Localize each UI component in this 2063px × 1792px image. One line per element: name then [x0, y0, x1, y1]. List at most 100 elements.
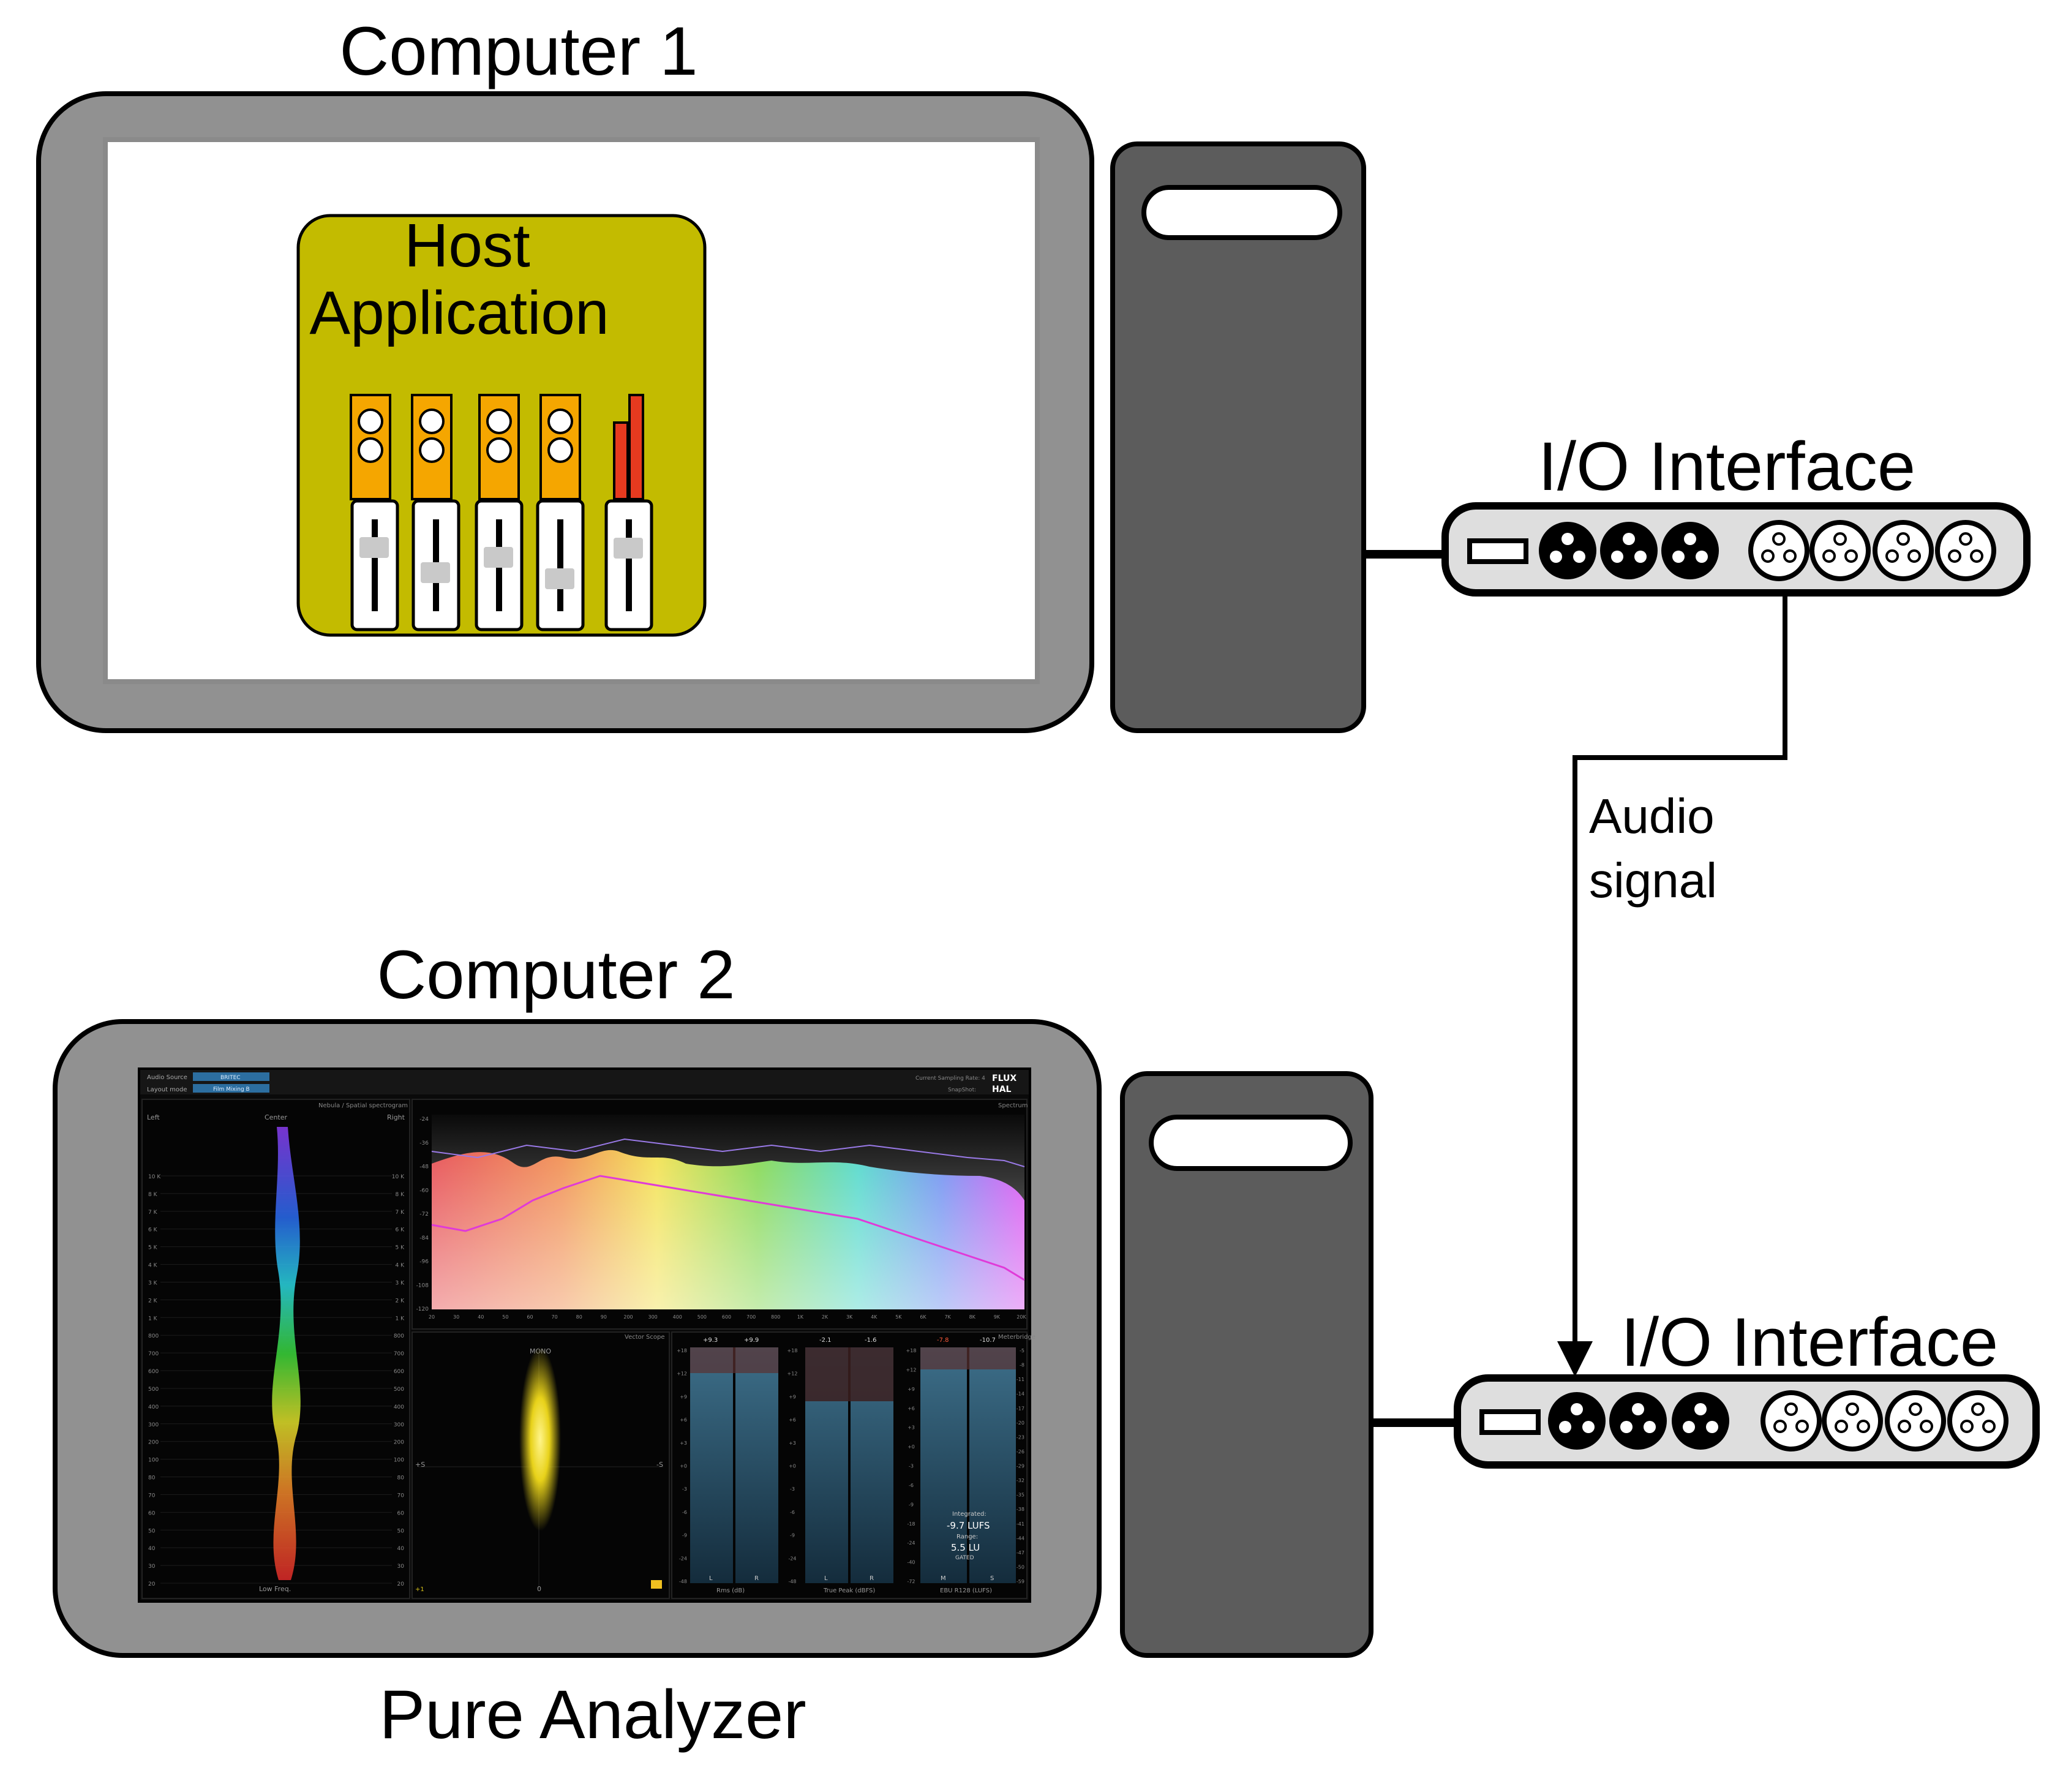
sampling-rate-text: Current Sampling Rate: 4 [915, 1075, 985, 1082]
spectrum-curve-purple [431, 1138, 1025, 1167]
rms-label: Rms (dB) [716, 1587, 745, 1594]
rms-meter-group: +9.3 +9.9 L R Rms (dB) [690, 1337, 778, 1594]
analyzer-topbar: Audio Source BRITEC Layout mode Film Mix… [140, 1070, 1029, 1094]
computer2-tower [1120, 1071, 1373, 1658]
spectrum-x-tick: 200 [623, 1314, 633, 1320]
fader-knob-1[interactable] [359, 537, 389, 558]
spectrum-x-tick: 5K [895, 1314, 902, 1320]
host-title-line1: Host [404, 211, 530, 280]
audio-signal-cable [1557, 593, 1787, 1377]
pure-analyzer-screen: Audio Source BRITEC Layout mode Film Mix… [138, 1067, 1035, 1603]
spectrum-y-tick: -84 [419, 1235, 429, 1241]
mixer-channel-3 [475, 394, 524, 631]
nebula-tick-left: 300 [148, 1422, 159, 1428]
nebula-tick-right: 20 [397, 1581, 405, 1587]
rms-channel-l: L [709, 1575, 713, 1582]
true-peak-meter-group: -2.1 -1.6 L R True Peak (dBFS) [805, 1337, 893, 1594]
rms-scale-tick-right: -48 [788, 1579, 796, 1584]
rms-scale-tick: +12 [677, 1371, 687, 1377]
nebula-tick-right: 500 [394, 1387, 404, 1393]
fader-knob-2[interactable] [421, 562, 450, 583]
layout-mode-label: Layout mode [147, 1086, 187, 1093]
rms-value-left: +9.3 [703, 1337, 718, 1344]
tp-scale-tick: -9 [909, 1502, 914, 1507]
vectorscope-bottom: 0 [537, 1585, 541, 1593]
spectrum-title: Spectrum [998, 1102, 1028, 1109]
nebula-tick-left: 10 K [148, 1174, 161, 1180]
nebula-center-label: Center [265, 1113, 288, 1121]
fader-knob-3[interactable] [484, 547, 513, 568]
nebula-tick-right: 70 [397, 1493, 405, 1499]
range-value: 5.5 LU [951, 1542, 980, 1553]
tp-scale-tick: +3 [907, 1425, 915, 1431]
arrowhead [1557, 1341, 1593, 1377]
nebula-title: Nebula / Spatial spectrogram [318, 1102, 408, 1109]
xlr-inputs-bottom [1761, 1390, 2009, 1451]
nebula-tick-left: 400 [148, 1404, 159, 1410]
spectrum-x-tick: 2K [822, 1314, 829, 1320]
mixer-channel-4 [536, 394, 585, 631]
spectrum-x-tick: 600 [722, 1314, 731, 1320]
audio-source-select[interactable] [193, 1072, 269, 1081]
spectrum-x-tick: 6K [920, 1314, 926, 1320]
host-title-line2: Application [309, 279, 609, 347]
fader-knob-4[interactable] [545, 568, 574, 589]
tp-scale-tick: -24 [907, 1540, 915, 1546]
usb-port-top [1467, 538, 1528, 564]
spectrum-x-tick: 80 [576, 1314, 582, 1320]
nebula-tick-left: 3 K [148, 1280, 158, 1286]
nebula-tick-right: 5 K [396, 1245, 405, 1251]
nebula-tick-left: 60 [148, 1510, 156, 1516]
mixer-master-channel [604, 394, 653, 631]
ebu-scale-tick: -38 [1016, 1507, 1024, 1512]
tp-scale-tick: +18 [906, 1348, 917, 1353]
spectrum-x-tick: 8K [969, 1314, 976, 1320]
xlr-outputs-bottom [1548, 1392, 1729, 1450]
snapshot-text: SnapShot: [948, 1087, 976, 1093]
ebu-scale-tick: -8 [1020, 1363, 1024, 1368]
spectrum-y-axis: -24-36-48-60-72-84-96-108-120 [416, 1116, 429, 1312]
nebula-left-label: Left [147, 1113, 160, 1121]
spectrum-y-tick: -36 [419, 1140, 429, 1146]
vectorscope-corner: +1 [415, 1586, 424, 1593]
tp-scale-tick: -3 [909, 1464, 914, 1469]
rms-scale-tick-right: +12 [787, 1371, 798, 1377]
nebula-tick-left: 40 [148, 1546, 156, 1552]
ebu-scale-tick: -35 [1016, 1493, 1024, 1498]
spectrum-x-tick: 400 [673, 1314, 682, 1320]
ebu-scale-tick: -59 [1016, 1579, 1024, 1584]
nebula-tick-left: 2 K [148, 1298, 158, 1304]
spectrum-x-tick: 1K [797, 1314, 804, 1320]
nebula-tick-left: 4 K [148, 1263, 158, 1269]
audio-source-value: BRITEC [220, 1075, 241, 1081]
rms-channel-r: R [754, 1575, 759, 1582]
host-application-box: Host Application [296, 211, 707, 637]
computer2-title: Computer 2 [377, 936, 735, 1013]
spectrum-x-tick: 40 [478, 1314, 484, 1320]
meter-scales: +18+12+9+6+3+0-3-6-9-24-48+18+12+9+6+3+0… [677, 1348, 1024, 1584]
integrated-value: -9.7 LUFS [947, 1520, 990, 1531]
ebu-scale-tick: -14 [1016, 1391, 1024, 1397]
nebula-tick-left: 30 [148, 1564, 156, 1570]
nebula-tick-right: 800 [394, 1333, 404, 1339]
gated-label: GATED [955, 1555, 974, 1561]
ebu-scale-tick: -26 [1016, 1449, 1024, 1455]
rms-scale-tick: -24 [679, 1556, 687, 1561]
ebu-channel-m: M [941, 1575, 946, 1582]
rms-scale-tick: +0 [680, 1464, 687, 1469]
io-interface-bottom-label: I/O Interface [1621, 1304, 1998, 1380]
nebula-tick-left: 70 [148, 1493, 156, 1499]
spectrum-x-tick: 300 [648, 1314, 657, 1320]
rms-scale-tick-right: -9 [790, 1533, 795, 1538]
nebula-right-label: Right [387, 1113, 405, 1121]
vectorscope-title: Vector Scope [625, 1334, 665, 1341]
ebu-meter-s [969, 1347, 1016, 1583]
spectrum-y-tick: -120 [416, 1306, 429, 1312]
layout-mode-select[interactable] [193, 1084, 269, 1093]
nebula-tick-right: 2 K [396, 1298, 405, 1304]
fader-knob-master[interactable] [614, 538, 643, 559]
nebula-tick-left: 5 K [148, 1245, 158, 1251]
tp-scale-tick: +9 [907, 1387, 915, 1392]
nebula-tick-right: 700 [394, 1351, 404, 1357]
